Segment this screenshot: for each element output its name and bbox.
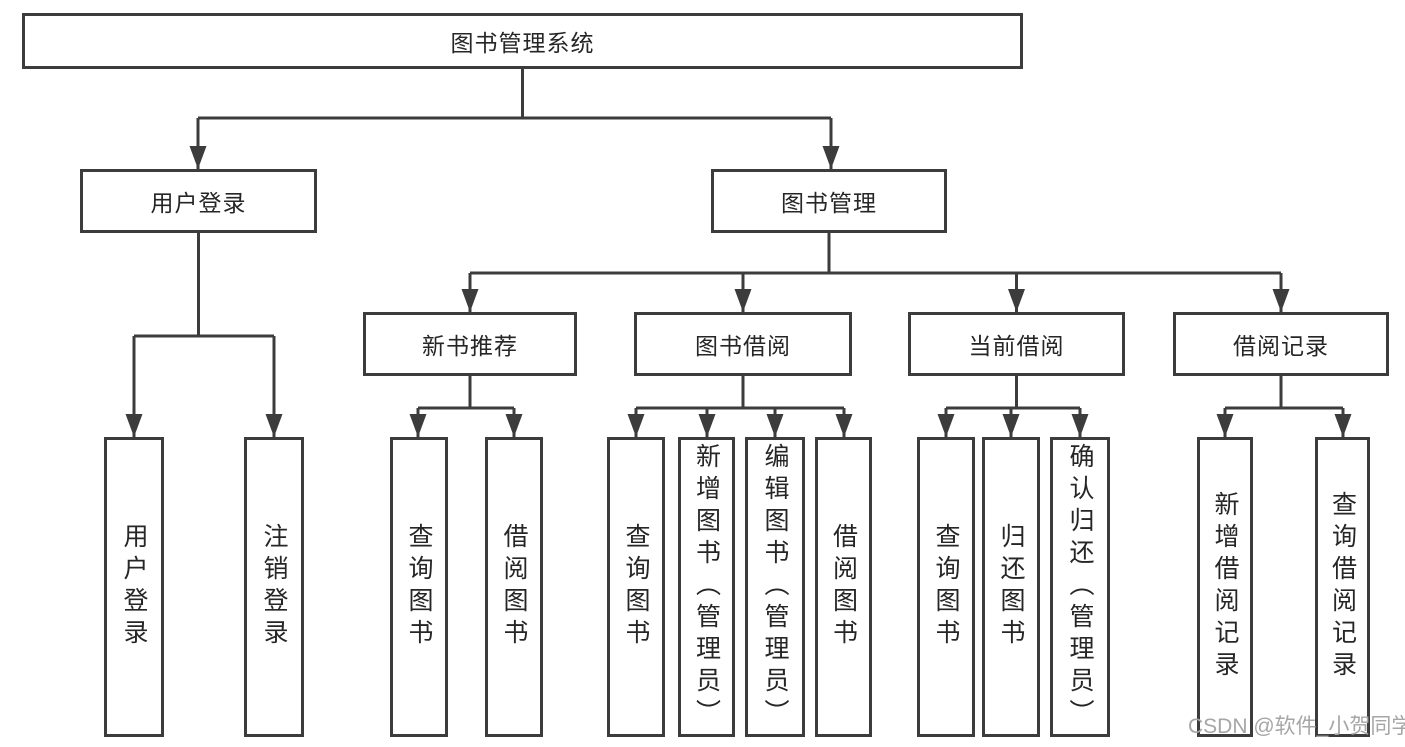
- leaf-label: 查询图书: [405, 523, 433, 651]
- leaf-query-books-recommend: 查询图书: [390, 437, 448, 737]
- leaf-query-books-current: 查询图书: [917, 437, 975, 737]
- leaf-borrow-books-recommend: 借阅图书: [485, 437, 543, 737]
- leaf-label: 借阅图书: [829, 523, 858, 651]
- leaf-borrow-books: 借阅图书: [815, 437, 872, 737]
- node-current-borrow: 当前借阅: [908, 312, 1125, 376]
- node-label: 借阅记录: [1233, 333, 1329, 359]
- leaf-label: 查询借阅记录: [1328, 491, 1357, 683]
- leaf-logout: 注销登录: [244, 437, 304, 737]
- leaf-label: 新增借阅记录: [1211, 491, 1239, 683]
- leaf-confirm-return-admin: 确认归还（管理员）: [1050, 437, 1110, 737]
- node-book-management: 图书管理: [711, 169, 947, 233]
- node-user-login: 用户登录: [80, 169, 317, 233]
- leaf-query-borrow-record: 查询借阅记录: [1315, 437, 1370, 737]
- leaf-label: 查询图书: [622, 523, 650, 651]
- node-borrow-records: 借阅记录: [1173, 312, 1389, 376]
- node-label: 图书管理: [781, 190, 877, 216]
- node-label: 图书管理系统: [450, 30, 595, 56]
- node-label: 图书借阅: [695, 333, 791, 359]
- leaf-user-login: 用户登录: [104, 437, 164, 737]
- node-new-book-recommend: 新书推荐: [363, 312, 577, 376]
- leaf-return-books: 归还图书: [982, 437, 1040, 737]
- leaf-query-books-borrow: 查询图书: [607, 437, 665, 737]
- leaf-label: 编辑图书（管理员）: [761, 443, 789, 731]
- node-label: 用户登录: [150, 190, 247, 216]
- node-label: 新书推荐: [422, 333, 518, 359]
- leaf-add-books-admin: 新增图书（管理员）: [678, 437, 735, 737]
- leaf-label: 新增图书（管理员）: [692, 443, 721, 731]
- csdn-watermark: CSDN @软件_小贺同学: [1188, 715, 1405, 738]
- node-label: 当前借阅: [968, 333, 1065, 359]
- leaf-label: 查询图书: [932, 523, 960, 651]
- leaf-add-borrow-record: 新增借阅记录: [1197, 437, 1253, 737]
- leaf-label: 借阅图书: [500, 523, 528, 651]
- leaf-edit-books-admin: 编辑图书（管理员）: [745, 437, 805, 737]
- node-root-library-management-system: 图书管理系统: [22, 13, 1023, 69]
- leaf-label: 注销登录: [260, 523, 288, 651]
- node-book-borrow: 图书借阅: [634, 312, 852, 376]
- leaf-label: 用户登录: [120, 523, 148, 651]
- leaf-label: 归还图书: [997, 523, 1025, 651]
- leaf-label: 确认归还（管理员）: [1066, 443, 1094, 731]
